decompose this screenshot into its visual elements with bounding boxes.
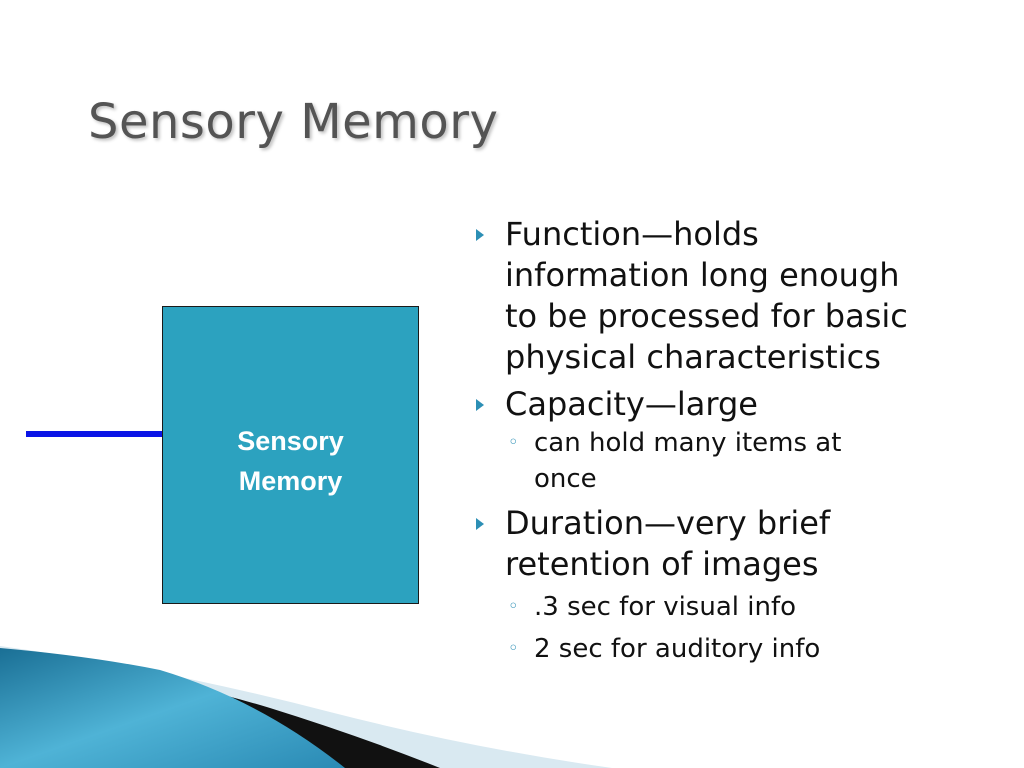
sub-bullet-visual-text: .3 sec for visual info xyxy=(534,592,797,622)
sub-bullet-visual: ◦ .3 sec for visual info xyxy=(474,589,994,625)
hollow-circle-icon: ◦ xyxy=(508,432,519,453)
triangle-right-icon xyxy=(476,229,484,241)
hollow-circle-icon: ◦ xyxy=(508,596,519,617)
bullet-duration-line-1: Duration—very brief xyxy=(505,504,831,542)
sub-bullet-capacity-line-1: can hold many items at xyxy=(534,428,842,458)
triangle-right-icon xyxy=(476,518,484,530)
bullet-capacity: Capacity—large xyxy=(474,384,994,425)
bullet-capacity-line-1: Capacity—large xyxy=(505,385,758,423)
sub-bullet-auditory: ◦ 2 sec for auditory info xyxy=(474,631,994,667)
bullet-function-line-1: Function—holds xyxy=(505,215,759,253)
bullet-duration-line-2: retention of images xyxy=(505,545,819,583)
triangle-right-icon xyxy=(476,399,484,411)
sensory-memory-box: Sensory Memory xyxy=(162,306,419,604)
bullet-duration: Duration—very brief retention of images xyxy=(474,503,994,585)
bullet-function-line-2: information long enough xyxy=(505,256,900,294)
sub-bullet-auditory-text: 2 sec for auditory info xyxy=(534,634,821,664)
box-label-line-2: Memory xyxy=(238,466,343,496)
sub-bullet-capacity-line-2: once xyxy=(534,464,597,494)
sub-bullet-capacity-items: ◦ can hold many items at once xyxy=(474,425,994,497)
bullet-list: Function—holds information long enough t… xyxy=(474,214,994,667)
slide-title: Sensory Memory xyxy=(88,94,499,150)
bullet-function-line-4: physical characteristics xyxy=(505,338,881,376)
bullet-function: Function—holds information long enough t… xyxy=(474,214,994,378)
box-label-line-1: Sensory xyxy=(237,426,344,456)
box-label: Sensory Memory xyxy=(163,421,418,501)
hollow-circle-icon: ◦ xyxy=(508,638,519,659)
bullet-function-line-3: to be processed for basic xyxy=(505,297,908,335)
